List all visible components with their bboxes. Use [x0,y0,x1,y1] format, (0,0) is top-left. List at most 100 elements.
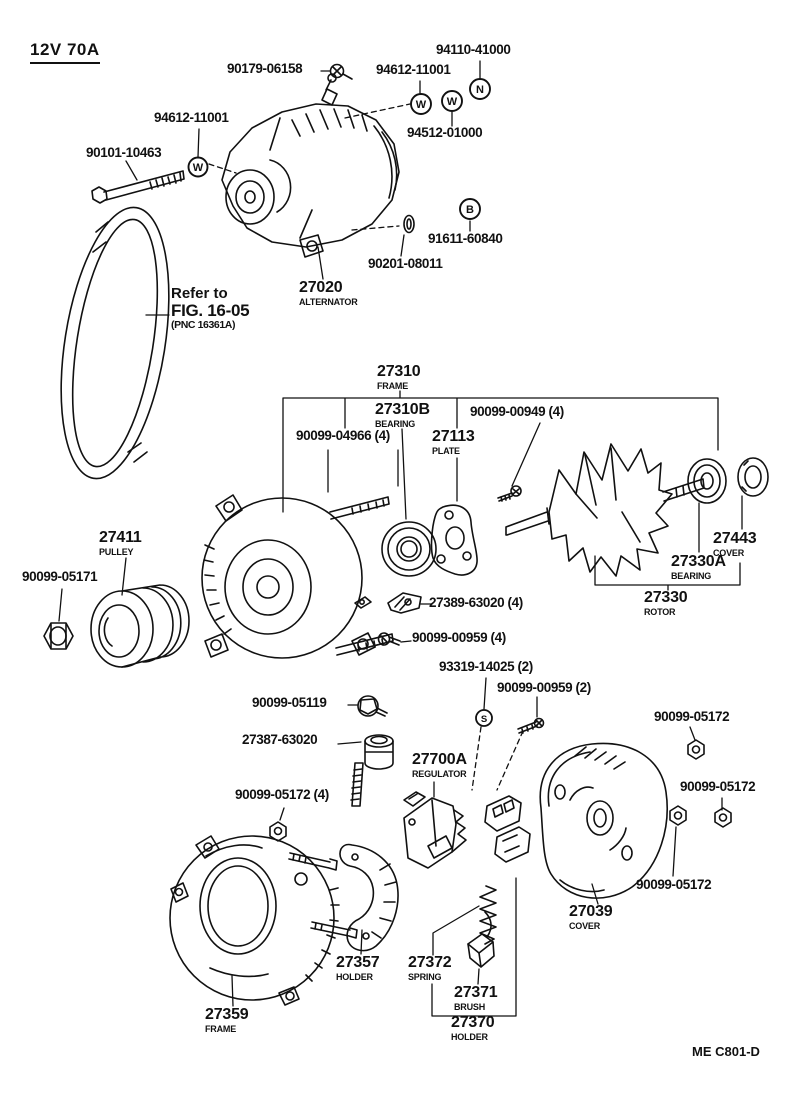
callout-90099-05172-a: 90099-05172 [654,709,730,724]
screw-93319-drawing [517,717,545,734]
callout-27359: 27359 FRAME [205,1006,249,1034]
part-name: BEARING [375,418,416,429]
part-number: 90099-00949 (4) [470,404,564,419]
part-number: 27039 [569,903,613,920]
callout-90179-06158: 90179-06158 [227,61,303,76]
callout-90099-05119: 90099-05119 [252,695,327,710]
rear-bearing-drawing [687,458,727,504]
brush-drawing [467,911,495,968]
screw-00959-drawing [377,632,401,646]
figure-code: ME C801-D [692,1044,760,1059]
part-number: 27113 [432,428,475,445]
part-name: PLATE [432,445,460,456]
part-name: ROTOR [644,606,676,617]
washer-symbol-left: W [187,156,209,178]
part-number: 27310 [377,363,421,380]
part-number: 90099-00959 (2) [497,680,591,695]
callout-94512-01000: 94512-01000 [407,125,483,140]
part-name: HOLDER [336,971,373,982]
callout-27330A: 27330A BEARING [671,553,726,581]
part-number: 90099-05172 [654,709,730,724]
leader-lines-middle [58,390,743,622]
callout-27330: 27330 ROTOR [644,589,688,617]
bushing-27387-drawing [364,734,394,770]
part-name: BRUSH [454,1001,486,1012]
fan-belt-drawing [60,206,170,480]
callout-90099-05172-4: 90099-05172 (4) [235,787,329,802]
leader-lines-small-parts [279,603,538,821]
bolt-05119-drawing [357,695,388,717]
oring-90201-drawing [403,214,415,234]
rear-frame-drawing [169,835,358,1006]
cover-nuts-drawing [669,739,732,828]
part-number: 90179-06158 [227,61,303,76]
brush-holder-27357-drawing [339,843,399,952]
part-number: 27700A [412,751,467,768]
part-number: 27310B [375,401,430,418]
callout-90099-00959-4: 90099-00959 (4) [412,630,506,645]
terminal-27389-drawing [354,592,422,614]
callout-90099-00949: 90099-00949 (4) [470,404,564,419]
callout-27372: 27372 SPRING [408,954,452,982]
part-name: BEARING [671,570,712,581]
leader-lines-top [125,60,481,280]
bolt-90101-drawing [91,170,185,204]
pulley-nut-drawing [43,622,74,650]
regulator-drawing [403,791,467,869]
front-frame-drawing [201,494,394,659]
callout-90099-05172-c: 90099-05172 [636,877,712,892]
callout-93319-14025: 93319-14025 (2) [439,659,533,674]
cover-27039-drawing [539,742,668,899]
part-name: FRAME [205,1023,236,1034]
nut-symbol: N [469,78,491,100]
leader-lines-bottom [231,726,723,1017]
screw-00949-drawing [497,485,522,502]
callout-refer-fig: Refer to FIG. 16-05 (PNC 16361A) [171,286,250,331]
part-number: 90101-10463 [86,145,162,160]
part-number: 93319-14025 (2) [439,659,533,674]
callout-27357: 27357 HOLDER [336,954,380,982]
part-number: 90099-05172 (4) [235,787,329,802]
part-number: 91611-60840 [428,231,503,246]
part-name: SPRING [408,971,442,982]
part-number: 27330A [671,553,726,570]
nut-05172-4-drawing [269,821,287,842]
part-number: 27389-63020 (4) [429,595,523,610]
callout-94612-11001-left: 94612-11001 [154,110,229,125]
callout-90099-04966: 90099-04966 (4) [296,428,390,443]
part-number: 94612-11001 [154,110,229,125]
callout-27371: 27371 BRUSH [454,984,498,1012]
part-number: 27411 [99,529,142,546]
callout-27370: 27370 HOLDER [451,1014,495,1042]
callout-94612-11001-top: 94612-11001 [376,62,451,77]
part-number: 90099-00959 (4) [412,630,506,645]
bolt-icon: B [466,204,474,216]
part-name: FRAME [377,380,408,391]
screw-symbol: S [475,709,493,727]
part-number: 27443 [713,530,757,547]
part-number: 27387-63020 [242,732,318,747]
alternator-drawing [221,73,400,258]
washer-icon: W [193,162,204,174]
part-number: 94512-01000 [407,125,483,140]
callout-90099-00959-2: 90099-00959 (2) [497,680,591,695]
callout-27389-63020: 27389-63020 (4) [429,595,523,610]
screw-icon: S [481,714,487,725]
callout-27411: 27411 PULLEY [99,529,142,557]
part-number: 90099-05119 [252,695,327,710]
callout-27700A: 27700A REGULATOR [412,751,467,779]
bolt-90179-icon [329,63,353,80]
washer-icon: W [447,96,458,108]
part-number: 94110-41000 [436,42,511,57]
part-name: COVER [713,547,745,558]
part-number: 27372 [408,954,452,971]
part-number: 90099-05172 [680,779,756,794]
belt-hatch [92,221,148,463]
callout-91611-60840: 91611-60840 [428,231,503,246]
callout-27310B: 27310B BEARING [375,401,430,429]
front-bearing-drawing [381,521,437,577]
callout-27039: 27039 COVER [569,903,613,931]
part-number: 27371 [454,984,498,1001]
